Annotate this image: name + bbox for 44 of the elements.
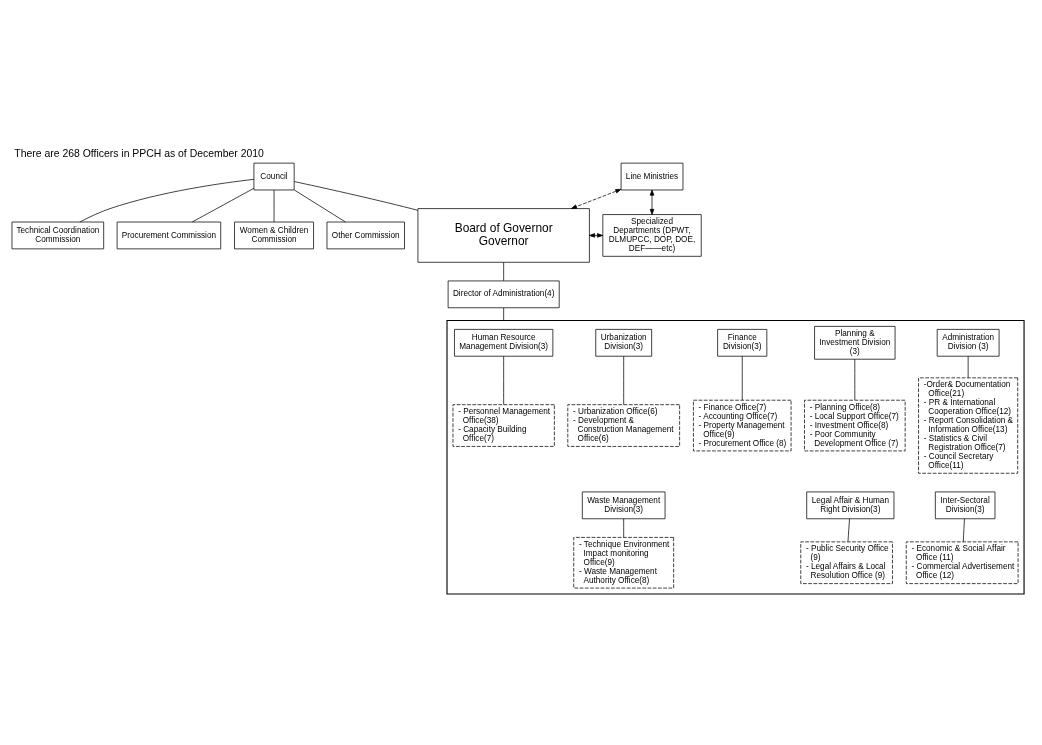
connector	[962, 517, 965, 542]
connector	[79, 178, 255, 222]
node-box: Administration Division (3)	[936, 328, 1000, 357]
arrow	[649, 189, 655, 215]
node-box: - Technique Environment Impact monitoring Office(9) - Waste Management Authority Office(8)	[573, 536, 675, 588]
node-box: Human Resource Management Division(3)	[454, 328, 554, 357]
connector	[854, 358, 856, 400]
node-box: Finance Division(3)	[717, 328, 768, 357]
connector	[967, 355, 969, 378]
node-box: Council	[253, 162, 295, 190]
node-box: -Order& Documentation Office(21) - PR & International Cooperation Office(12) - Report Consolidation & Information Office(13) - Statistics & Civil Registration Office(7) - Council Secretary Office(11)	[918, 376, 1019, 474]
connector	[294, 189, 346, 222]
node-box: Specialized Departments (DPWT, DLMUPCC, DOP, DOE, DEF——etc)	[602, 213, 702, 257]
node-box: Technical Coordination Commission	[11, 221, 105, 249]
connector	[623, 517, 625, 538]
node-box: Procurement Commission	[116, 221, 222, 249]
cluster	[446, 319, 1025, 595]
node-box: Urbanization Division(3)	[595, 328, 653, 357]
connector	[503, 307, 505, 321]
connector	[503, 261, 505, 281]
connector	[503, 355, 505, 405]
node-box: - Urbanization Office(6) - Development & Construction Management Office(6)	[567, 403, 680, 447]
node-box: - Economic & Social Affair Office (11) - Commercial Advertisement Office (12)	[905, 541, 1019, 584]
node-box: Inter-Sectoral Division(3)	[934, 491, 996, 519]
node-box: Legal Affair & Human Right Division(3)	[806, 491, 895, 519]
node-box: - Planning Office(8) - Local Support Office(7) - Investment Office(8) - Poor Community Development Office (7)	[804, 399, 906, 451]
node-box: Planning & Investment Division (3)	[814, 325, 896, 360]
node-box: Line Ministries	[620, 162, 684, 190]
node-box: Women & Children Commission	[234, 221, 314, 249]
connector	[191, 187, 255, 222]
node-box: Other Commission	[326, 221, 405, 249]
connector	[741, 355, 743, 400]
connector	[623, 355, 625, 405]
node-box: Waste Management Division(3)	[581, 491, 666, 519]
arrow	[571, 188, 622, 209]
node-box: Board of Governor Governor	[417, 207, 590, 263]
node-box: - Public Security Office (9) - Legal Affairs & Local Resolution Office (9)	[800, 541, 893, 584]
diagram-title: There are 268 Officers in PPCH as of December 2010	[14, 147, 264, 159]
connector	[847, 517, 850, 542]
node-box: - Finance Office(7) - Accounting Office(7) - Property Management Office(9) - Procurement Office (8)	[693, 399, 792, 451]
connector	[293, 180, 419, 211]
node-box: - Personnel Management Office(38) - Capacity Building Office(7)	[452, 403, 555, 447]
node-box: Director of Administration(4)	[447, 280, 560, 308]
arrow	[589, 232, 603, 238]
